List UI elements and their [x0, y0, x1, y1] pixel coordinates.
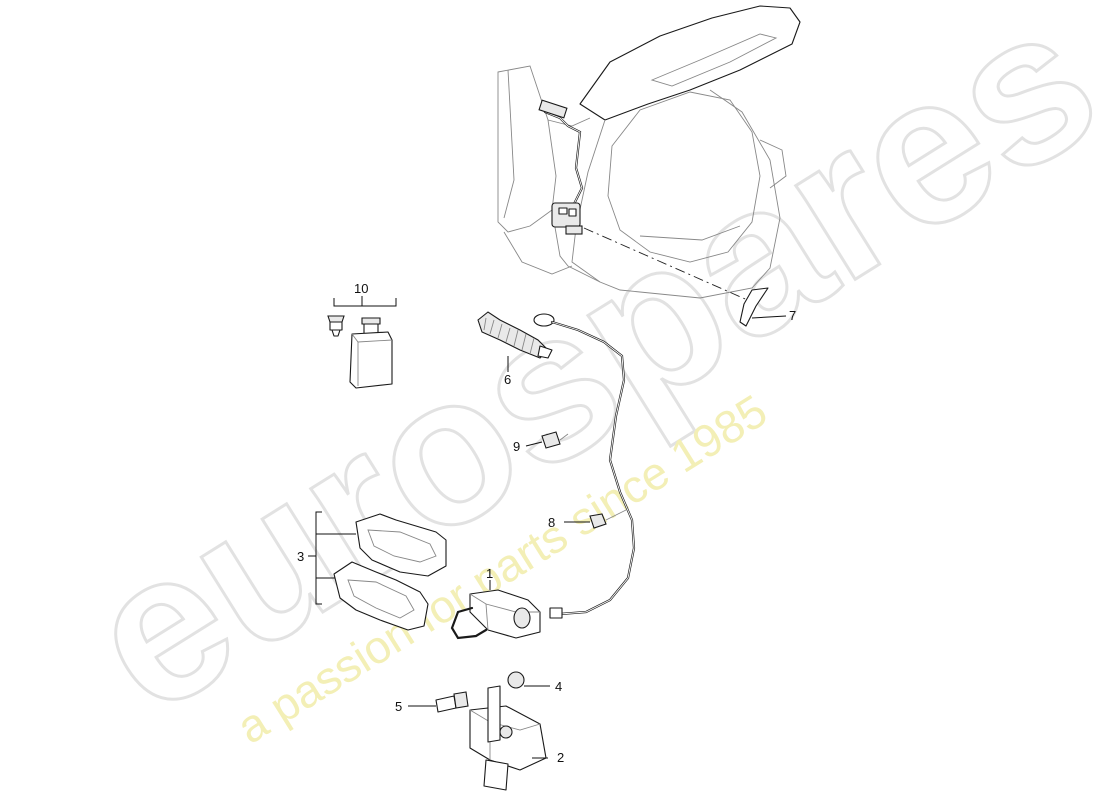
part-4-grommet [507, 671, 550, 689]
callout-2: 2 [557, 750, 564, 765]
callout-9: 9 [513, 439, 520, 454]
part-6-damper-spring [477, 311, 555, 372]
part-1-motor [450, 580, 541, 640]
part-10-fluid-bottle [327, 296, 397, 389]
part-3-trim-panels [308, 511, 447, 631]
callout-7: 7 [789, 308, 796, 323]
vehicle-rear-body-drawing [497, 5, 801, 299]
callout-4: 4 [555, 679, 562, 694]
part-5-bolt [408, 691, 469, 713]
part-8-clip [564, 509, 627, 529]
main-cable [549, 320, 636, 619]
part-7-trim-strip [739, 287, 787, 327]
upper-wiring-harness [538, 99, 584, 235]
callout-3: 3 [297, 549, 304, 564]
callout-6: 6 [504, 372, 511, 387]
watermark-brand: eurospares [49, 0, 1100, 758]
callout-8: 8 [548, 515, 555, 530]
callout-1: 1 [486, 566, 493, 581]
part-2-bracket [469, 685, 548, 791]
watermark: eurospares a passion for parts since 198… [48, 0, 1100, 760]
callout-5: 5 [395, 699, 402, 714]
part-9-clip [525, 431, 569, 449]
callout-labels: 1 2 3 4 5 6 7 8 9 10 [297, 281, 796, 765]
callout-10: 10 [354, 281, 368, 296]
